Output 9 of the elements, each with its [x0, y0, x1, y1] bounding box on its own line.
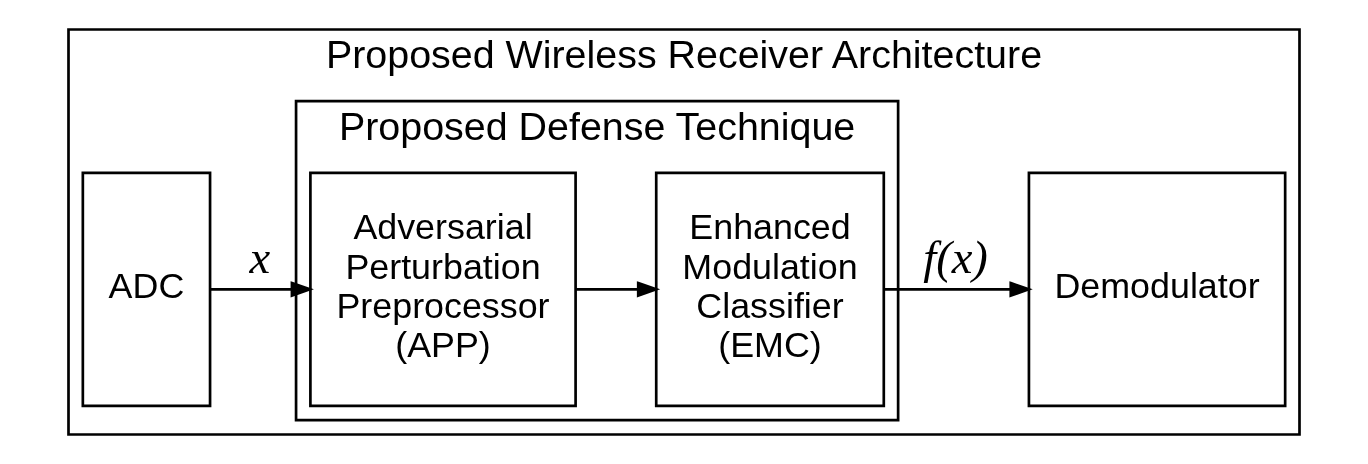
arrow: [575, 281, 661, 298]
node-box: Adversarial Perturbation Preprocessor (APP): [309, 171, 577, 408]
arrow: [210, 281, 314, 298]
node-box: Enhanced Modulation Classifier (EMC): [654, 171, 886, 408]
edge-label: x: [249, 230, 271, 283]
arrow: [884, 281, 1033, 298]
node-box: ADC: [81, 171, 212, 408]
edge-label: f(x): [923, 230, 988, 283]
node-box: Demodulator: [1027, 171, 1287, 408]
